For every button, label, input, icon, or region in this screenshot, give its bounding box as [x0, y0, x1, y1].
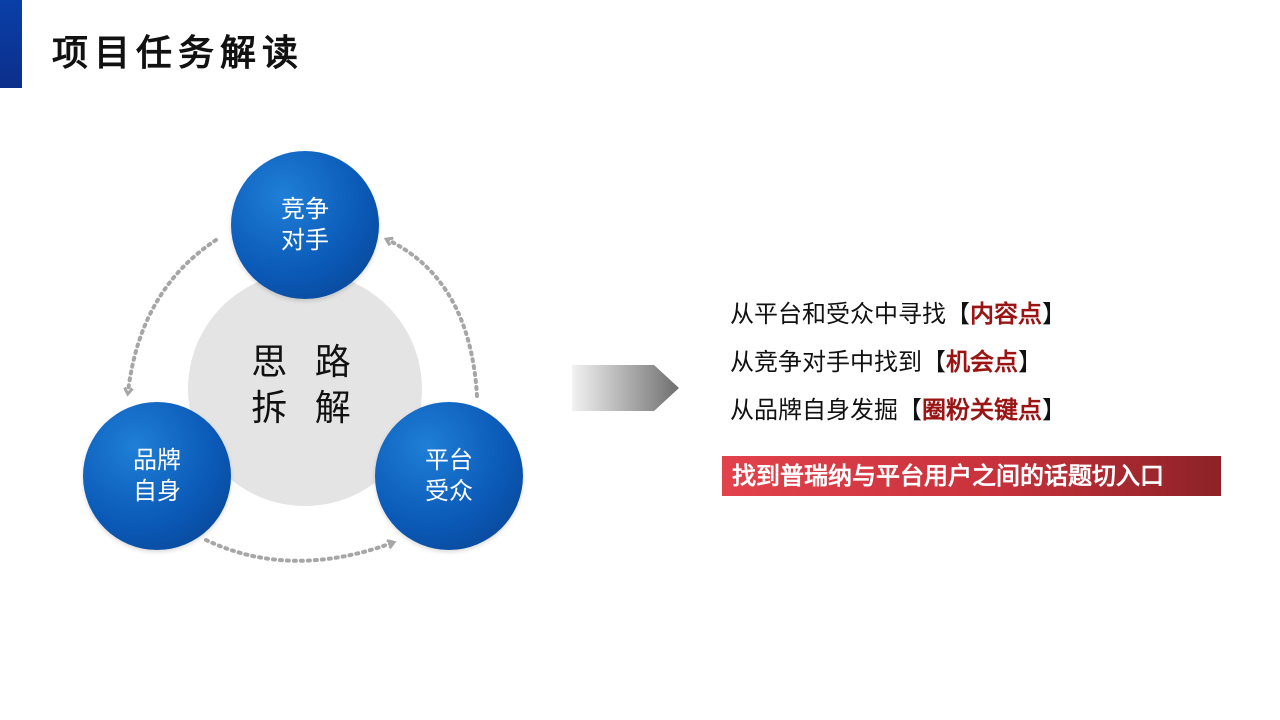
- center-label-line2: 拆 解: [251, 388, 359, 429]
- center-label: 思 路 拆 解: [188, 340, 422, 432]
- title-accent-bar: [0, 0, 22, 88]
- insight-list: 从平台和受众中寻找【内容点】 从竞争对手中找到【机会点】 从品牌自身发掘【圈粉关…: [730, 290, 1066, 434]
- arrow-bottom-arc: [204, 538, 392, 563]
- insight-prefix: 从竞争对手中找到【: [730, 348, 946, 376]
- node-brand: 品牌 自身: [83, 402, 231, 550]
- insight-item: 从平台和受众中寻找【内容点】: [730, 290, 1066, 338]
- page-title: 项目任务解读: [52, 33, 305, 74]
- arrow-right-arc: [388, 240, 479, 398]
- node-brand-line2: 自身: [133, 477, 181, 505]
- node-competition: 竞争 对手: [231, 151, 379, 299]
- insight-highlight: 内容点: [970, 300, 1042, 328]
- conclusion-banner: 找到普瑞纳与平台用户之间的话题切入口: [722, 456, 1221, 496]
- insight-item: 从竞争对手中找到【机会点】: [730, 338, 1066, 386]
- insight-item: 从品牌自身发掘【圈粉关键点】: [730, 386, 1066, 434]
- node-platform-line2: 受众: [425, 477, 473, 505]
- insight-prefix: 从品牌自身发掘【: [730, 396, 922, 424]
- insight-suffix: 】: [1018, 348, 1042, 376]
- insight-suffix: 】: [1042, 396, 1066, 424]
- right-arrow-icon: [572, 365, 679, 411]
- arrow-left-arc: [128, 238, 218, 392]
- node-competition-line1: 竞争: [281, 195, 329, 223]
- node-competition-line2: 对手: [281, 226, 329, 254]
- insight-suffix: 】: [1042, 300, 1066, 328]
- center-label-line1: 思 路: [251, 342, 359, 383]
- insight-highlight: 机会点: [946, 348, 1018, 376]
- node-platform-line1: 平台: [425, 446, 473, 474]
- node-brand-line1: 品牌: [133, 446, 181, 474]
- insight-highlight: 圈粉关键点: [922, 396, 1042, 424]
- insight-prefix: 从平台和受众中寻找【: [730, 300, 970, 328]
- node-platform: 平台 受众: [375, 402, 523, 550]
